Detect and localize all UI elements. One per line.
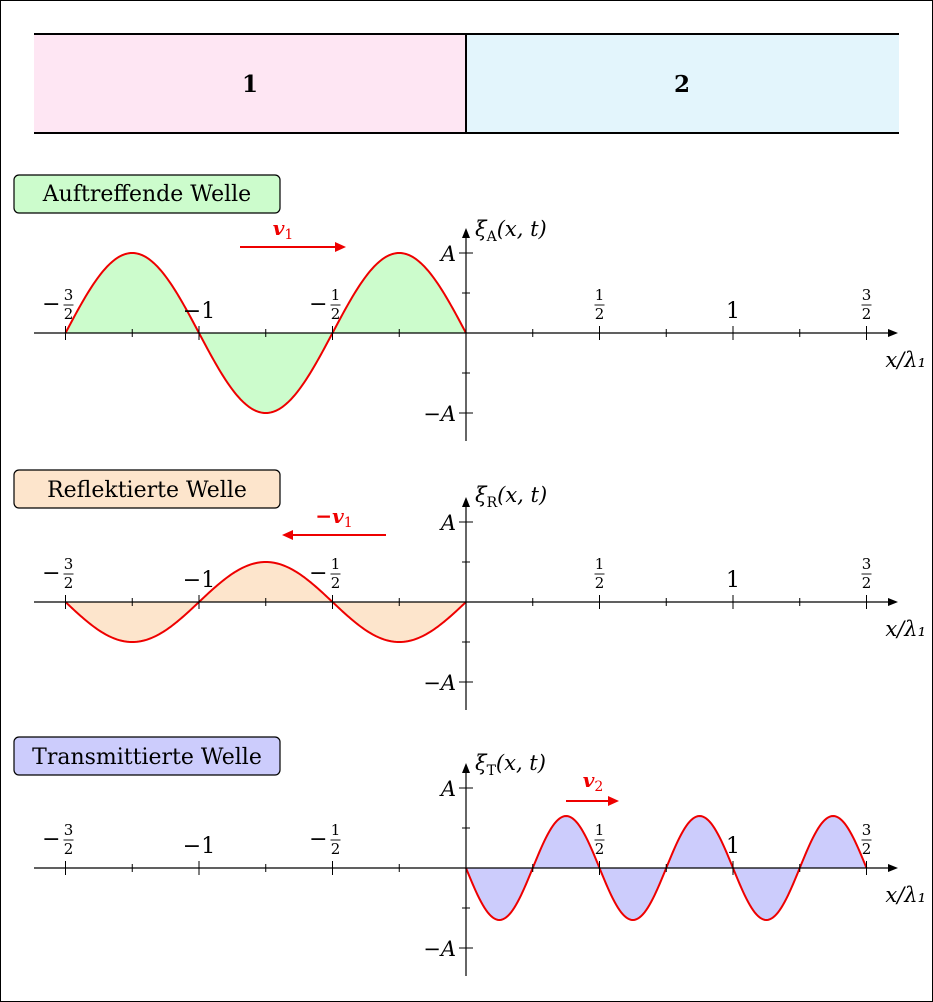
x-tick-label: 1 [726,299,740,324]
x-tick-numerator: 1 [331,286,341,304]
velocity-indicator: v1 [240,216,346,252]
medium-1-region [34,34,466,133]
y-axis-arrow-icon [462,497,470,507]
x-tick-sign: − [42,561,60,586]
velocity-label: v2 [583,768,604,795]
velocity-arrow-icon [240,242,346,252]
velocity-indicator: v2 [566,768,619,806]
x-tick-denominator: 2 [595,840,605,858]
x-tick-denominator: 2 [64,840,74,858]
velocity-arrow-icon [282,530,386,540]
x-tick-sign: − [309,827,327,852]
x-tick-label: −1 [183,834,215,859]
panel-axes [34,497,898,710]
x-tick-denominator: 2 [331,305,341,323]
x-tick-label: −1 [183,568,215,593]
x-tick-denominator: 2 [862,840,872,858]
x-tick-numerator: 3 [64,555,74,573]
x-axis-arrow-icon [888,329,898,337]
y-tick-label-negative-amplitude: −A [423,671,456,695]
medium-1-label: 1 [242,71,258,98]
x-axis-arrow-icon [888,864,898,872]
x-tick-label: 1 [726,568,740,593]
velocity-indicator: −v1 [282,504,386,540]
svg-text:ξR(x, t): ξR(x, t) [475,483,547,511]
wave-curve [64,251,467,415]
x-tick-numerator: 1 [595,286,605,304]
x-tick-denominator: 2 [64,305,74,323]
x-tick-sign: − [42,292,60,317]
y-axis-arrow-icon [462,228,470,238]
y-axis-label: ξR(x, t) [475,483,547,511]
y-tick-label-amplitude: A [439,777,456,801]
y-tick-label-amplitude: A [439,242,456,266]
velocity-label: −v1 [315,504,352,531]
wave-curve [64,560,467,644]
x-tick-denominator: 2 [331,840,341,858]
x-tick-numerator: 3 [862,555,872,573]
x-tick-sign: − [42,827,60,852]
x-tick-label: 1 [726,834,740,859]
svg-text:ξA(x, t): ξA(x, t) [475,217,547,245]
x-tick-label: −1 [183,299,215,324]
velocity-label: v1 [273,216,294,243]
media-bar: 1 2 [34,33,899,134]
velocity-arrow-icon [566,796,619,806]
medium-2-label: 2 [674,71,690,98]
x-tick-denominator: 2 [862,574,872,592]
x-tick-numerator: 1 [595,555,605,573]
x-tick-numerator: 3 [64,286,74,304]
x-axis-label: x/λ₁ [885,617,926,641]
x-tick-numerator: 3 [64,821,74,839]
panel-title-box [13,174,281,214]
x-axis-arrow-icon [888,598,898,606]
x-tick-sign: − [309,561,327,586]
panel-title: Transmittierte Welle [32,745,262,770]
x-tick-denominator: 2 [595,574,605,592]
panel-title: Auftreffende Welle [42,182,251,207]
panel-axes [34,763,898,976]
panel-title: Reflektierte Welle [47,478,247,503]
panel-title-box [13,469,281,509]
x-tick-numerator: 1 [595,821,605,839]
x-tick-denominator: 2 [862,305,872,323]
x-tick-denominator: 2 [331,574,341,592]
x-axis-label: x/λ₁ [885,348,926,372]
y-tick-label-negative-amplitude: −A [423,937,456,961]
x-tick-numerator: 3 [862,821,872,839]
x-tick-denominator: 2 [64,574,74,592]
panel-axes [34,228,898,441]
svg-text:ξT(x, t): ξT(x, t) [475,751,546,779]
x-axis-label: x/λ₁ [885,883,926,907]
x-tick-numerator: 1 [331,821,341,839]
y-tick-label-negative-amplitude: −A [423,402,456,426]
x-tick-numerator: 1 [331,555,341,573]
x-tick-sign: − [309,292,327,317]
y-axis-label: ξA(x, t) [475,217,547,245]
panel-title-box [13,736,281,776]
x-tick-denominator: 2 [595,305,605,323]
velocity-arrow-head [335,242,346,252]
y-tick-label-amplitude: A [439,511,456,535]
medium-2-region [466,34,899,133]
velocity-arrow-head [608,796,619,806]
x-tick-numerator: 3 [862,286,872,304]
y-axis-arrow-icon [462,763,470,773]
y-axis-label: ξT(x, t) [475,751,546,779]
velocity-arrow-head [282,530,293,540]
